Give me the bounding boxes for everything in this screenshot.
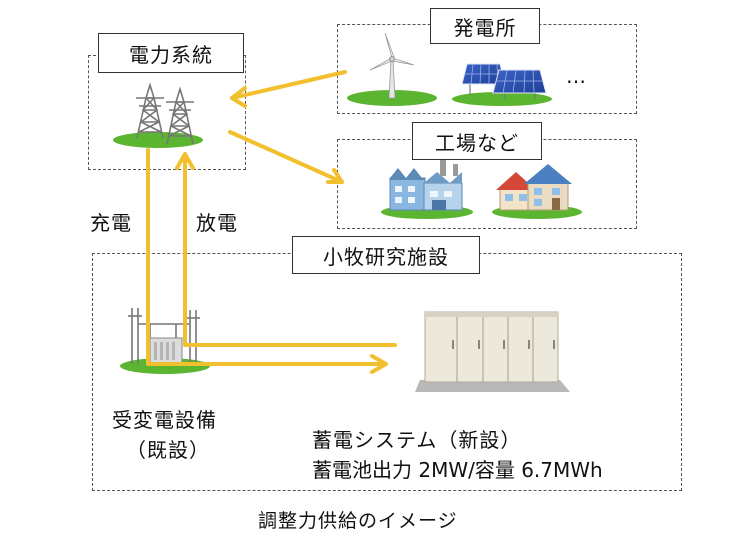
discharge-label: 放電 [196, 211, 238, 235]
power-plant-label: 発電所 [430, 8, 540, 44]
storage-spec-label: 蓄電池出力 2MW/容量 6.7MWh [312, 458, 603, 482]
transmission-tower-icon [113, 82, 203, 148]
battery-storage-icon [415, 311, 570, 392]
facility-label: 小牧研究施設 [292, 236, 480, 274]
factory-icon [381, 160, 473, 219]
substation-existing-label: （既設） [126, 438, 210, 462]
arrow-power-plant-to-grid [230, 70, 347, 108]
grid-label: 電力系統 [98, 33, 244, 73]
wind-turbine-icon [347, 32, 437, 106]
ellipsis-text: … [566, 64, 586, 88]
arrow-charge [146, 148, 388, 374]
substation-label: 受変電設備 [112, 408, 217, 432]
arrow-grid-to-factories [228, 130, 344, 184]
storage-system-label: 蓄電システム（新設） [312, 428, 522, 452]
arrow-discharge [175, 152, 397, 347]
caption: 調整力供給のイメージ [258, 510, 458, 532]
factories-label: 工場など [412, 122, 542, 160]
solar-panel-icon [452, 63, 552, 106]
houses-icon [492, 164, 582, 219]
charge-label: 充電 [90, 211, 132, 235]
